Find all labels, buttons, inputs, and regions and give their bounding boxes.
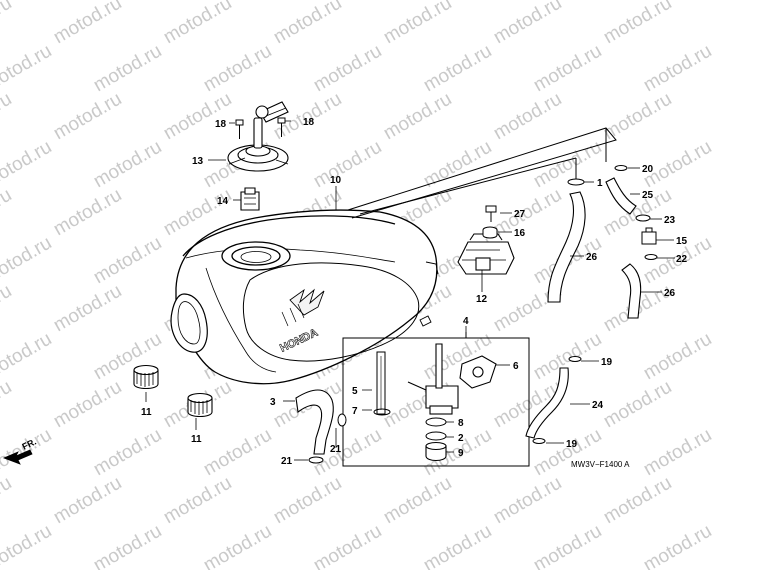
rubber-cushion-11-b (187, 392, 213, 418)
washer-8 (425, 417, 447, 427)
bolt-18-left (235, 119, 244, 139)
part-label-2: 2 (458, 433, 464, 444)
collar-16 (482, 226, 498, 239)
part-label-26-a: 26 (664, 288, 676, 299)
part-label-3: 3 (270, 397, 276, 408)
part-label-10: 10 (330, 175, 342, 186)
fuel-cap-assembly (227, 101, 289, 172)
leader-lines (145, 120, 675, 461)
clip-21-left (308, 456, 324, 464)
part-label-28: 27 (514, 209, 526, 220)
breather-tube-lines (347, 127, 617, 219)
rear-mount-12 (457, 233, 515, 275)
part-label-13: 13 (192, 156, 204, 167)
part-label-22: 22 (676, 254, 688, 265)
part-label-8: 8 (458, 418, 464, 429)
part-label-7: 7 (352, 406, 358, 417)
fuel-valve-body (407, 343, 459, 415)
bolt-18-right (277, 117, 286, 137)
clip-20 (614, 165, 628, 171)
part-label-25: 25 (642, 190, 654, 201)
o-ring-7 (373, 408, 391, 416)
hose-26 (621, 263, 642, 319)
part-label-24: 24 (592, 400, 604, 411)
part-label-9: 9 (458, 448, 464, 459)
bolt-28 (485, 205, 497, 222)
part-label-14: 14 (217, 196, 229, 207)
clip-22 (644, 254, 658, 260)
o-ring-2 (425, 431, 447, 441)
three-way-joint-15 (641, 227, 657, 245)
clip-21-right (337, 413, 347, 427)
part-label-11-a: 11 (141, 407, 152, 418)
part-label-1: 1 (597, 178, 603, 189)
clip-19-top (568, 356, 582, 362)
part-label-19-a: 19 (601, 357, 613, 368)
front-direction-arrow: FR. (2, 436, 38, 465)
part-label-16: 16 (514, 228, 526, 239)
clip-23 (635, 214, 651, 222)
part-label-12: 12 (476, 294, 488, 305)
fuel-tank (170, 209, 439, 385)
part-label-19-b: 19 (566, 439, 578, 450)
part-label-11-b: 11 (191, 434, 202, 445)
part-label-23: 23 (664, 215, 676, 226)
part-label-18-b: 18 (303, 117, 315, 128)
fuel-hose-3 (295, 389, 334, 455)
part-label-21-b: 21 (330, 444, 342, 455)
lever-6 (459, 355, 497, 389)
sediment-cup-9 (425, 441, 447, 462)
part-labels: 1 2 3 4 5 6 7 8 9 10 11 11 12 13 14 15 1… (141, 117, 688, 467)
cap-seal-14 (240, 187, 260, 211)
part-label-15: 15 (676, 236, 688, 247)
clip-19-bottom (532, 438, 546, 444)
breather-hose-27 (547, 191, 586, 303)
part-label-27: 26 (586, 252, 598, 263)
diagram-code: MW3V−F1400 A (571, 460, 630, 469)
part-label-4: 4 (463, 316, 469, 327)
fuel-strainer-5 (376, 351, 386, 415)
part-label-21-a: 21 (281, 456, 293, 467)
fuel-hose-24 (525, 367, 569, 439)
part-label-6: 6 (513, 361, 519, 372)
hose-25 (605, 177, 637, 215)
rubber-cushion-11-a (133, 364, 159, 390)
part-label-20: 20 (642, 164, 654, 175)
clip-1 (567, 178, 585, 186)
part-label-5: 5 (352, 386, 358, 397)
direction-label: FR. (20, 436, 37, 451)
part-label-18-a: 18 (215, 119, 227, 130)
